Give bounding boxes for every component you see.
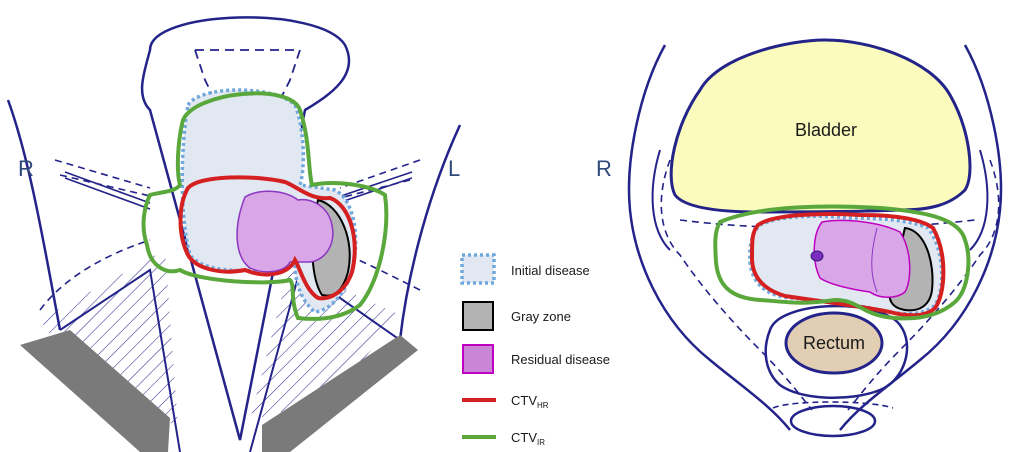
legend-ctv-hr-main: CTV <box>511 393 537 408</box>
legend-label-gray: Gray zone <box>511 309 571 324</box>
legend-label-residual: Residual disease <box>511 352 610 367</box>
legend-item-gray-zone: Gray zone <box>463 302 571 330</box>
legend-item-ctv-hr: CTVHR <box>462 393 549 410</box>
coccyx <box>791 406 875 436</box>
legend-swatch-gray <box>463 302 493 330</box>
legend-label-ctv-ir: CTVIR <box>511 430 545 447</box>
legend-item-residual: Residual disease <box>463 345 610 373</box>
right-panel-right-label: R <box>596 156 612 181</box>
left-panel-right-label: R <box>18 156 34 181</box>
legend-label-ctv-hr: CTVHR <box>511 393 549 410</box>
legend: Initial disease Gray zone Residual disea… <box>462 255 610 447</box>
legend-swatch-initial <box>462 255 494 283</box>
bladder-label: Bladder <box>795 120 857 140</box>
left-vessel-lines <box>65 172 150 209</box>
tandem-marker <box>811 251 823 261</box>
legend-item-initial-disease: Initial disease <box>462 255 590 283</box>
rectum-label: Rectum <box>803 333 865 353</box>
legend-ctv-ir-main: CTV <box>511 430 537 445</box>
left-panel-left-label: L <box>448 156 460 181</box>
legend-label-initial: Initial disease <box>511 263 590 278</box>
legend-ctv-hr-sub: HR <box>537 401 549 410</box>
coronal-view: R L <box>8 17 460 452</box>
legend-swatch-residual <box>463 345 493 373</box>
axial-view: Bladder Rectum R <box>596 40 1001 436</box>
legend-item-ctv-ir: CTVIR <box>462 430 545 447</box>
legend-ctv-ir-sub: IR <box>537 438 545 447</box>
axial-right-solid-inner <box>970 150 987 250</box>
